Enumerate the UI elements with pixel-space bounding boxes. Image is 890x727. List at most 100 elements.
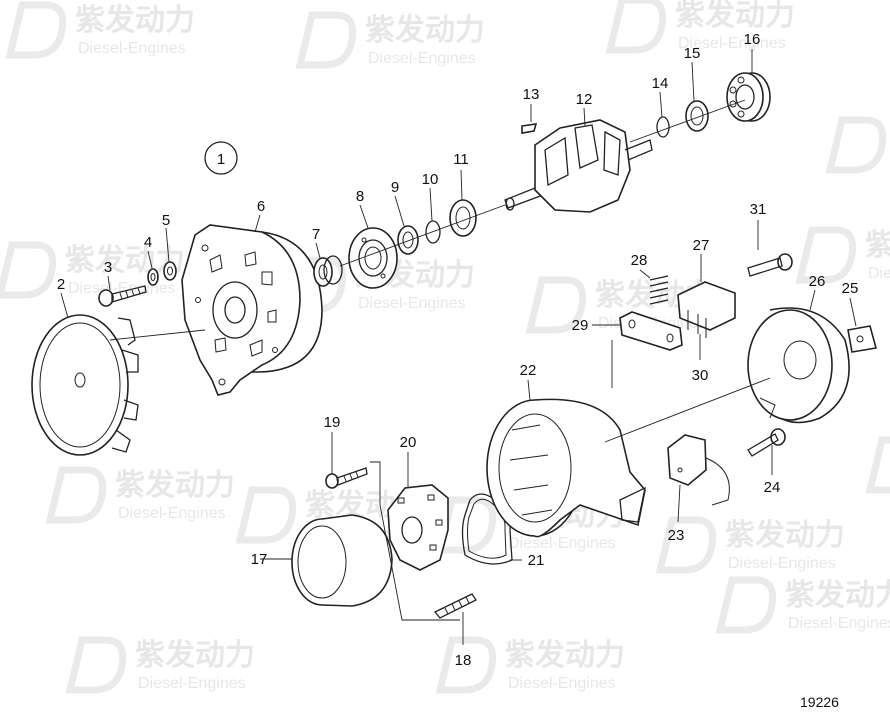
callout-19: 19: [324, 414, 341, 431]
watermark-brand: 紫发动力: [135, 638, 255, 673]
watermark-logo-icon: [65, 636, 127, 694]
callout-16: 16: [744, 31, 761, 48]
watermark-layer: 紫发动力 Diesel-Engines 紫发动力 Diesel-Engines …: [0, 0, 890, 694]
watermark-tile: 紫发动力 Diesel-Engines: [5, 1, 195, 59]
ring-part-10: [425, 220, 441, 244]
callout-3: 3: [104, 259, 112, 276]
rectifier-plate-part-20: [387, 484, 449, 571]
washer-part-4: [147, 268, 159, 286]
callout-9: 9: [391, 179, 399, 196]
callout-29: 29: [572, 317, 589, 334]
spacer-part-9: [397, 225, 419, 255]
callout-21: 21: [528, 552, 545, 569]
callout-22: 22: [520, 362, 537, 379]
watermark-tile: 紫发动力 Diesel-Engines: [605, 0, 795, 54]
leader-lines: [60, 49, 857, 645]
watermark-tile: 紫发动力 Diesel-Engines: [655, 516, 845, 574]
pulley-fan-part: [31, 314, 139, 456]
gasket-plate-part-29: [619, 311, 683, 351]
watermark-logo-icon: [0, 241, 57, 299]
watermark-tile: 紫发动力 Diesel-Engines: [825, 116, 887, 174]
callout-2: 2: [57, 276, 65, 293]
callout-28: 28: [631, 252, 648, 269]
watermark-brand: 紫发动力: [505, 638, 625, 673]
callout-14: 14: [652, 75, 669, 92]
callout-23: 23: [668, 527, 685, 544]
watermark-sub: Diesel-Engines: [358, 295, 466, 312]
watermark-sub: Diesel-Engines: [78, 40, 186, 57]
watermark-brand: 紫发动力: [365, 13, 485, 48]
callout-26: 26: [809, 273, 826, 290]
rotor-part-12: [504, 119, 653, 213]
watermark-brand: 紫发动力: [725, 518, 845, 553]
watermark-logo-icon: [715, 576, 777, 634]
clip-part-25: [847, 325, 878, 353]
watermark-sub: Diesel-Engines: [118, 505, 226, 522]
watermark-sub: Diesel-Engines: [508, 535, 616, 552]
watermark-brand: 紫发动力: [115, 468, 235, 503]
drawing-number: 19226: [800, 694, 839, 710]
callout-27: 27: [693, 237, 710, 254]
watermark-brand: 紫发动力: [675, 0, 795, 33]
spring-part-28: [649, 275, 669, 305]
watermark-logo-icon: [285, 256, 347, 314]
watermark-tile: 紫发动力 Diesel-Engines: [295, 11, 485, 69]
callout-7: 7: [312, 226, 320, 243]
callout-10: 10: [422, 171, 439, 188]
washer-part-15: [685, 100, 709, 132]
watermark-logo-icon: [5, 1, 67, 59]
collar-part-11: [449, 199, 477, 237]
screw-part-24: [747, 428, 786, 457]
group-label-circle: 1: [204, 141, 238, 175]
callout-11: 11: [453, 151, 469, 168]
slip-ring-cover-part-17: [291, 514, 393, 607]
callout-17: 17: [251, 551, 268, 568]
ball-bearing-part-16: [726, 72, 771, 122]
watermark-sub: Diesel-Engines: [68, 280, 176, 297]
ring-part-14: [656, 116, 670, 138]
callout-numbers: 2 3 4 5 6 7 8 9 10 11 12 13 14 15 16 17 …: [57, 31, 859, 669]
watermark-logo-icon: [525, 276, 587, 334]
watermark-sub: Diesel-Engines: [868, 265, 890, 282]
watermark-logo-icon: [605, 0, 667, 54]
callout-31: 31: [750, 201, 767, 218]
watermark-brand: 紫发动力: [785, 578, 890, 613]
watermark-tile: 紫发动力 Diesel-Engines: [865, 436, 890, 494]
watermark-logo-icon: [235, 486, 297, 544]
callout-13: 13: [523, 86, 540, 103]
watermark-logo-icon: [45, 466, 107, 524]
regulator-part-27: [677, 281, 736, 338]
watermark-logo-icon: [825, 116, 887, 174]
watermark-sub: Diesel-Engines: [678, 35, 786, 52]
bearing-part-7: [313, 255, 343, 287]
watermark-logo-icon: [655, 516, 717, 574]
callout-15: 15: [684, 45, 701, 62]
washer-part-5: [163, 261, 177, 281]
callout-18: 18: [455, 652, 472, 669]
watermark-tile: 紫发动力 Diesel-Engines: [0, 241, 185, 299]
callout-6: 6: [257, 198, 265, 215]
watermark-logo-icon: [865, 436, 890, 494]
screw-part-31: [747, 253, 793, 277]
watermark-logo-icon: [435, 636, 497, 694]
drive-end-bracket-part: [181, 224, 323, 396]
watermark-logo-icon: [295, 11, 357, 69]
callout-8: 8: [356, 188, 364, 205]
callout-25: 25: [842, 280, 859, 297]
callout-24: 24: [764, 479, 781, 496]
callout-5: 5: [162, 212, 170, 229]
bearing-cover-part-8: [348, 227, 398, 289]
watermark-brand: 紫发动力: [75, 3, 195, 38]
watermark-brand: 紫发动力: [865, 228, 890, 263]
callout-20: 20: [400, 434, 417, 451]
callout-30: 30: [692, 367, 709, 384]
callout-4: 4: [144, 234, 152, 251]
watermark-tile: 紫发动力 Diesel-Engines: [435, 636, 625, 694]
watermark-logo-icon: [795, 226, 857, 284]
watermark-tile: 紫发动力 Diesel-Engines: [715, 576, 890, 634]
screw-part-3: [98, 285, 147, 307]
group-label: 1: [217, 151, 225, 168]
watermark-sub: Diesel-Engines: [728, 555, 836, 572]
